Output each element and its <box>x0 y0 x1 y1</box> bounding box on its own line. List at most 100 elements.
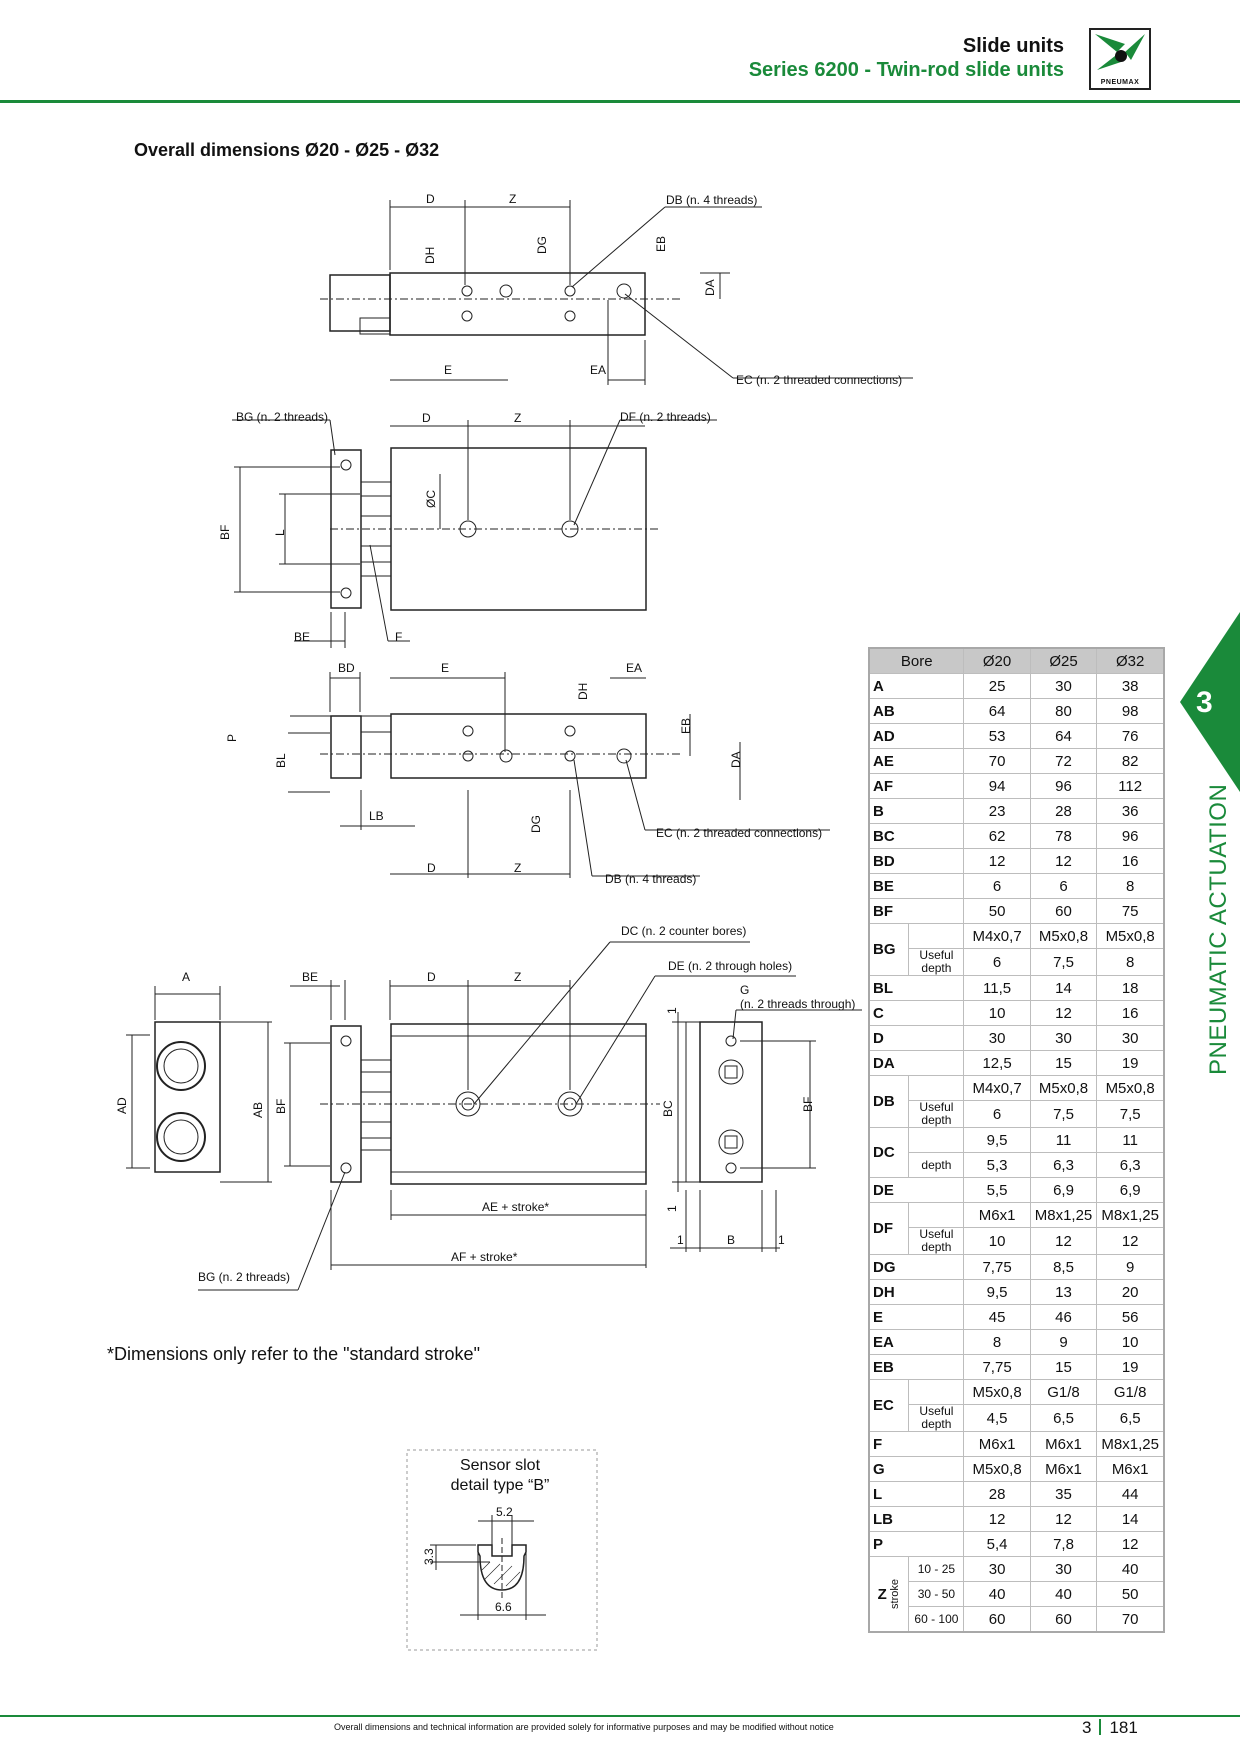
row-value: 13 <box>1029 1279 1098 1305</box>
row-value: 6,3 <box>1096 1152 1165 1178</box>
row-value: 4,5 <box>963 1404 1031 1432</box>
row-value: M6x1 <box>1029 1456 1098 1482</box>
row-value: 10 <box>963 1000 1031 1026</box>
row-code: L <box>868 1481 965 1507</box>
row-value: 5,4 <box>963 1531 1031 1557</box>
row-value: 12 <box>1029 1000 1098 1026</box>
dim-label-one-d: 1 <box>665 1205 679 1212</box>
row-value: 64 <box>1029 723 1098 749</box>
callout-ec-connections: EC (n. 2 threaded connections) <box>736 373 902 387</box>
callout-df-threads: DF (n. 2 threads) <box>620 410 711 424</box>
chapter-index: 3 <box>1082 1718 1092 1737</box>
dim-label-da: DA <box>703 279 717 296</box>
row-value: M5x0,8 <box>1096 923 1165 949</box>
row-code: LB <box>868 1506 965 1532</box>
dim-label-l: L <box>273 529 287 536</box>
row-value: 40 <box>963 1581 1031 1607</box>
row-code: BG <box>868 923 910 976</box>
dim-label-da2: DA <box>729 751 743 768</box>
z-range: 30 - 50 <box>908 1581 965 1607</box>
row-sub-label: Useful depth <box>908 1100 965 1128</box>
chapter-number: 3 <box>1196 686 1213 719</box>
row-code: C <box>868 1000 965 1026</box>
row-sub-empty <box>908 1202 965 1228</box>
dim-label-z3: Z <box>514 861 521 875</box>
header-o32: Ø32 <box>1096 647 1165 674</box>
row-value: 30 <box>963 1025 1031 1051</box>
row-code: BF <box>868 898 965 924</box>
row-value: 6 <box>963 948 1031 976</box>
row-value: 98 <box>1096 698 1165 724</box>
row-value: 7,5 <box>1029 1100 1098 1128</box>
top-view: D Z E EA DH DG EB DA DB (n. 4 threads) E… <box>320 192 913 387</box>
row-value: 50 <box>1096 1581 1165 1607</box>
z-range: 60 - 100 <box>908 1606 965 1633</box>
dim-label-dg: DG <box>535 236 549 254</box>
row-value: 6 <box>1029 873 1098 899</box>
row-value: 16 <box>1096 848 1165 874</box>
row-value: 7,75 <box>963 1254 1031 1280</box>
row-value: 38 <box>1096 673 1165 699</box>
row-value: 45 <box>963 1304 1031 1330</box>
pneumax-logo-icon <box>1095 34 1145 70</box>
row-value: 12 <box>1029 848 1098 874</box>
row-value: 8 <box>963 1329 1031 1355</box>
row-value: 28 <box>1029 798 1098 824</box>
chapter-tab <box>1180 612 1240 792</box>
dim-label-dh2: DH <box>576 683 590 700</box>
row-value: 96 <box>1096 823 1165 849</box>
row-value: 12 <box>963 1506 1031 1532</box>
row-value: 30 <box>1029 1025 1098 1051</box>
row-value: 36 <box>1096 798 1165 824</box>
row-value: 14 <box>1096 1506 1165 1532</box>
row-sub-label: depth <box>908 1152 965 1178</box>
dim-label-be: BE <box>294 630 310 644</box>
page-index: 181 <box>1109 1718 1138 1737</box>
row-value: 70 <box>1096 1606 1165 1633</box>
row-code: DC <box>868 1127 910 1178</box>
logo-text: PNEUMAX <box>1100 79 1140 86</box>
row-value: M6x1 <box>1029 1431 1098 1457</box>
dim-label-e: E <box>444 363 452 377</box>
callout-db-threads: DB (n. 4 threads) <box>666 193 757 207</box>
row-value: 7,75 <box>963 1354 1031 1380</box>
row-code: D <box>868 1025 965 1051</box>
row-value: 40 <box>1096 1556 1165 1582</box>
row-value: M6x1 <box>963 1431 1031 1457</box>
row-value: 14 <box>1029 975 1098 1001</box>
row-value: 94 <box>963 773 1031 799</box>
row-value: 12 <box>963 848 1031 874</box>
row-value: 12 <box>1096 1531 1165 1557</box>
sensor-dim-bottom: 6.6 <box>495 1600 512 1614</box>
row-sub-label: Useful depth <box>908 948 965 976</box>
row-value: 7,8 <box>1029 1531 1098 1557</box>
row-code: EA <box>868 1329 965 1355</box>
sensor-slot-title-1: Sensor slot <box>460 1457 541 1474</box>
z-code: Z <box>877 1585 887 1603</box>
row-value: 23 <box>963 798 1031 824</box>
dim-label-one-c: 1 <box>665 1007 679 1014</box>
row-code: BC <box>868 823 965 849</box>
row-value: 30 <box>963 1556 1031 1582</box>
header-rule <box>0 100 1240 103</box>
row-value: 9,5 <box>963 1279 1031 1305</box>
row-value: M5x0,8 <box>1029 923 1098 949</box>
row-value: 46 <box>1029 1304 1098 1330</box>
row-value: 64 <box>963 698 1031 724</box>
row-sub-empty <box>908 1379 965 1405</box>
row-value: 30 <box>1096 1025 1165 1051</box>
dim-label-bc: BC <box>661 1100 675 1117</box>
row-value: 7,5 <box>1096 1100 1165 1128</box>
row-code: AE <box>868 748 965 774</box>
header-o20: Ø20 <box>963 647 1031 674</box>
